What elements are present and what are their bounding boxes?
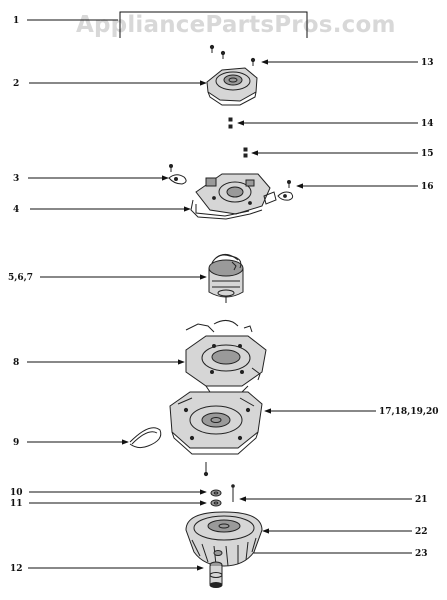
callout-label: 9 — [13, 438, 19, 448]
callout-label: 22 — [415, 527, 428, 537]
part-pin-21 — [231, 484, 235, 502]
part-bushing-12 — [209, 561, 223, 588]
part-clip-3 — [168, 164, 187, 185]
callout-label: 23 — [415, 549, 428, 559]
callout-label: 2 — [13, 79, 19, 89]
bracket-1 — [119, 11, 308, 38]
part-nuts-14-15 — [228, 117, 248, 158]
callout-label: 1 — [13, 16, 19, 26]
callout-label: 10 — [10, 488, 23, 498]
part-motor-5-6-7 — [208, 254, 244, 303]
part-washer-23 — [213, 550, 223, 556]
callout-label: 13 — [421, 58, 434, 68]
leader-lines — [27, 11, 418, 571]
callout-label: 14 — [421, 119, 434, 129]
callout-label: 15 — [421, 149, 434, 159]
callout-label: 16 — [421, 182, 434, 192]
callout-label: 4 — [13, 205, 19, 215]
part-screws-13 — [209, 44, 256, 66]
part-bracket-4 — [190, 173, 277, 220]
part-base-17-20 — [169, 391, 263, 477]
callout-label: 21 — [415, 495, 428, 505]
part-motor-housing-8 — [185, 320, 267, 393]
callout-labels: 1 2 13 14 15 3 16 4 5,6,7 8 17,18,19,20 … — [8, 16, 439, 574]
watermark: AppliancePartsPros.com — [76, 12, 396, 38]
callout-label: 17,18,19,20 — [379, 407, 439, 417]
part-belt-9 — [129, 427, 162, 449]
part-top-housing-2 — [206, 67, 258, 106]
callout-label: 12 — [10, 564, 23, 574]
callout-label: 11 — [10, 499, 23, 509]
part-clip-16 — [277, 180, 294, 201]
callout-label: 3 — [13, 174, 19, 184]
callout-label: 8 — [13, 358, 19, 368]
part-washers-10-11 — [210, 489, 222, 507]
part-fan-22 — [185, 511, 263, 567]
callout-label: 5,6,7 — [8, 273, 33, 283]
